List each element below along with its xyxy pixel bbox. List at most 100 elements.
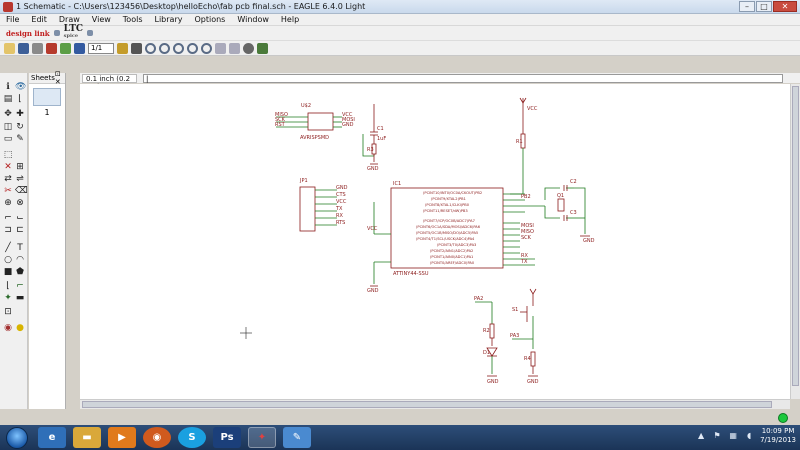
replace-icon[interactable]: ⇌ (16, 174, 24, 184)
sheets-title: Sheets (31, 74, 55, 82)
sheet-thumbnail[interactable] (33, 88, 61, 106)
erc-icon[interactable]: ◉ (4, 323, 12, 333)
move-icon[interactable]: ✥ (4, 109, 12, 119)
taskbar-skype-icon[interactable]: S (178, 427, 206, 448)
taskbar-media-icon[interactable]: ▶ (108, 427, 136, 448)
horizontal-scrollbar[interactable] (80, 399, 790, 409)
rect-icon[interactable]: ■ (3, 267, 13, 277)
schematic-canvas[interactable]: U$2 AVRISPSMD MISO SCK RST VCC MOSI GND … (80, 84, 790, 399)
tray-arrow-icon[interactable]: ▲ (698, 431, 705, 440)
dropdown-arrow-icon[interactable] (87, 30, 94, 36)
redo-icon[interactable] (229, 42, 240, 54)
attribute-icon[interactable]: ⊡ (4, 307, 12, 317)
go-icon[interactable] (257, 42, 268, 54)
zoom-fit-icon[interactable] (145, 42, 156, 54)
zoom-out-icon[interactable] (173, 42, 184, 54)
menu-draw[interactable]: Draw (58, 15, 80, 24)
menu-file[interactable]: File (6, 15, 20, 24)
value-icon[interactable]: ⊕ (4, 198, 12, 208)
taskbar-explorer-icon[interactable]: ▬ (73, 427, 101, 448)
wire-icon[interactable]: ╱ (5, 243, 11, 253)
open-folder-icon[interactable] (4, 42, 15, 54)
minimize-button[interactable]: – (739, 1, 755, 12)
designlink-label: design link (6, 28, 50, 38)
zoom-in-icon[interactable] (159, 42, 170, 54)
info-icon[interactable]: ℹ (6, 82, 10, 92)
change-icon[interactable]: ✎ (16, 134, 24, 144)
designlink-button[interactable]: design link (6, 30, 50, 37)
bus-icon[interactable]: ⌊ (6, 281, 10, 291)
add-icon[interactable]: ⊞ (16, 162, 24, 172)
menu-view[interactable]: View (91, 15, 111, 24)
board-icon[interactable] (60, 42, 71, 54)
taskbar-firefox-icon[interactable]: ◉ (143, 427, 171, 448)
label-u2-pin-sck: SCK (275, 117, 286, 123)
dropdown-arrow-icon[interactable] (53, 30, 60, 36)
errors-icon[interactable]: ● (16, 323, 24, 333)
menu-help[interactable]: Help (280, 15, 300, 24)
arc-icon[interactable]: ◠ (16, 255, 24, 265)
mark-icon[interactable]: ⌊ (18, 94, 22, 104)
label-r4: R4 (524, 356, 531, 362)
undo-icon[interactable] (215, 42, 226, 54)
menu-library[interactable]: Library (154, 15, 183, 24)
name-icon[interactable]: ⌫ (15, 186, 28, 196)
vertical-scroll-thumb[interactable] (792, 86, 799, 386)
script-icon[interactable] (117, 42, 128, 54)
pinswap-icon[interactable]: ⇄ (4, 174, 12, 184)
taskbar-paint-icon[interactable]: ✎ (283, 427, 311, 448)
zoom-redraw-icon[interactable] (187, 42, 198, 54)
status-indicator-icon (778, 413, 788, 423)
horizontal-scroll-thumb[interactable] (82, 401, 772, 408)
display-icon[interactable]: ▤ (3, 94, 13, 104)
cam-processor-icon[interactable] (46, 42, 57, 54)
panel-undock-icon[interactable]: ⊡ ✕ (54, 70, 61, 86)
gateswap-icon[interactable]: ✂ (4, 186, 12, 196)
circle-icon[interactable]: ○ (4, 255, 12, 265)
vertical-scrollbar[interactable] (790, 84, 800, 399)
show-icon[interactable]: 👁 (15, 82, 27, 92)
schematic-icon[interactable] (74, 42, 85, 54)
start-button[interactable] (6, 426, 28, 449)
taskbar-photoshop-icon[interactable]: Ps (213, 427, 241, 448)
taskbar-eagle-icon[interactable]: ✦ (248, 427, 276, 448)
menu-window[interactable]: Window (237, 15, 269, 24)
invoke-icon[interactable]: ⊐ (4, 225, 12, 235)
stop-icon[interactable] (243, 42, 254, 54)
tray-volume-icon[interactable]: ◖ (746, 431, 752, 440)
copy-icon[interactable]: ✚ (16, 109, 24, 119)
taskbar-ie-icon[interactable]: e (38, 427, 66, 448)
rotate-icon[interactable]: ↻ (16, 122, 24, 132)
optimize-icon[interactable]: ⊏ (16, 225, 24, 235)
net-icon[interactable]: ⌐ (16, 281, 24, 291)
paste-icon[interactable]: ⬚ (3, 150, 13, 160)
ulp-icon[interactable] (131, 42, 142, 54)
tray-network-icon[interactable]: ▦ (729, 431, 737, 440)
junction-icon[interactable]: ✦ (4, 293, 12, 303)
print-icon[interactable] (32, 42, 43, 54)
sheet-select[interactable]: 1/1 (88, 42, 114, 54)
polygon-icon[interactable]: ⬟ (16, 267, 24, 277)
maximize-button[interactable]: □ (756, 1, 772, 12)
close-button[interactable]: ✕ (773, 1, 797, 12)
label-icon[interactable]: ▬ (15, 293, 25, 303)
miter-icon[interactable]: ⌙ (16, 213, 24, 223)
tray-clock[interactable]: 10:09 PM 7/19/2013 (760, 427, 796, 445)
tray-flag-icon[interactable]: ⚑ (713, 431, 721, 440)
smash-icon[interactable]: ⊗ (16, 198, 24, 208)
coordinate-bar: 0.1 inch (0.2 2.1) | (80, 73, 800, 91)
text-icon[interactable]: T (17, 243, 23, 253)
menu-options[interactable]: Options (194, 15, 226, 24)
mirror-icon[interactable]: ◫ (3, 122, 13, 132)
menu-tools[interactable]: Tools (122, 15, 143, 24)
group-icon[interactable]: ▭ (3, 134, 13, 144)
label-gnd-ic1: GND (367, 288, 379, 294)
menu-edit[interactable]: Edit (31, 15, 47, 24)
split-icon[interactable]: ⌐ (4, 213, 12, 223)
delete-icon[interactable]: ✕ (4, 162, 12, 172)
save-icon[interactable] (18, 42, 29, 54)
zoom-select-icon[interactable] (201, 42, 212, 54)
command-line-input[interactable]: | (143, 73, 783, 83)
window-titlebar: 1 Schematic - C:\Users\123456\Desktop\he… (0, 0, 800, 14)
